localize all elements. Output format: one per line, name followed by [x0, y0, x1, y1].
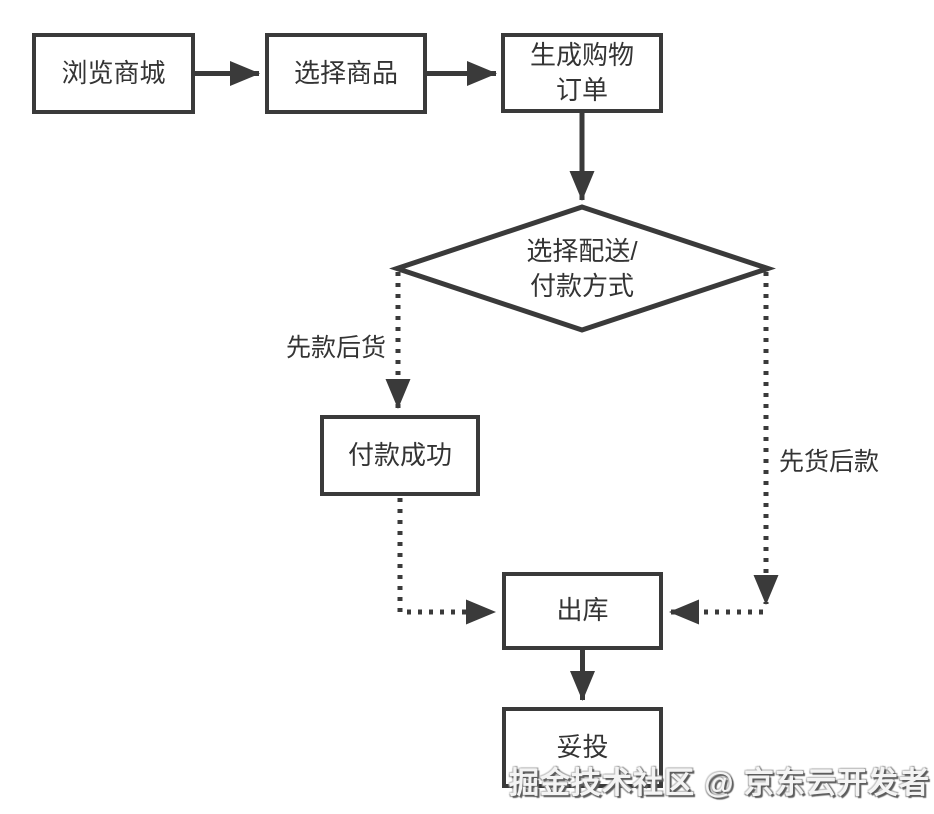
- node-browse-mall: 浏览商城: [32, 33, 195, 114]
- node-create-order: 生成购物 订单: [501, 33, 663, 113]
- edge-label-pay-first: 先款后货: [286, 334, 387, 362]
- watermark: 掘金技术社区 @ 京东云开发者: [509, 767, 930, 800]
- node-delivered: 妥投: [502, 707, 663, 788]
- node-outbound: 出库: [502, 572, 663, 650]
- node-choose-delivery-payment: 选择配送/ 付款方式: [526, 236, 638, 302]
- decision-diamond-shape: [389, 204, 776, 333]
- arrow-payment-to-outbound: [397, 498, 496, 625]
- node-select-product: 选择商品: [265, 33, 427, 114]
- node-payment-success: 付款成功: [320, 415, 480, 496]
- edge-label-goods-first: 先货后款: [779, 448, 880, 476]
